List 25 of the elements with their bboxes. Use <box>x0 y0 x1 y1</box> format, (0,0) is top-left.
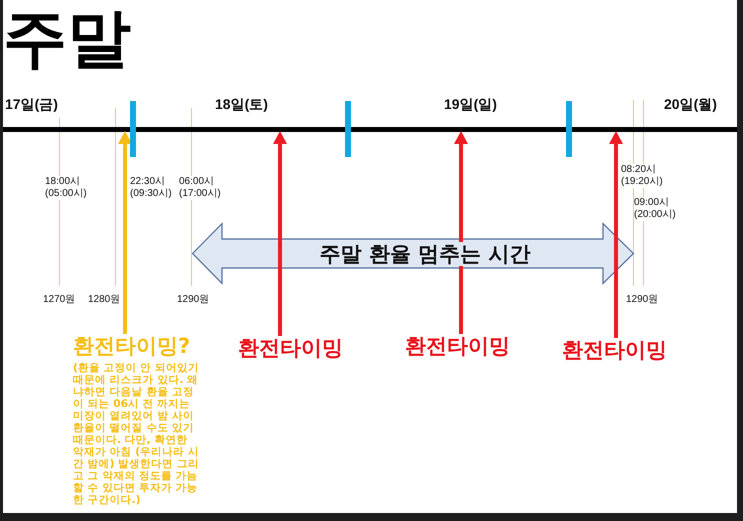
time-label: 09:00시 (20:00시) <box>634 197 676 221</box>
timing-label: 환전타이밍 <box>562 338 667 363</box>
rate-label: 1290원 <box>626 294 658 306</box>
time-label: 22:30시 (09:30시) <box>130 176 172 200</box>
double-arrow-banner <box>192 223 634 284</box>
banner-text: 주말 환율 멈추는 시간 <box>320 242 530 266</box>
rate-label: 1270원 <box>43 294 76 306</box>
day-label: 17일(금) <box>5 96 58 113</box>
arrow <box>454 131 468 334</box>
timing-label: 환전타이밍 <box>405 334 510 359</box>
page-title: 주말 <box>3 4 131 74</box>
rate-label: 1280원 <box>88 294 120 306</box>
timing-heading: 환전타이밍? <box>73 334 190 358</box>
arrow <box>609 131 623 338</box>
time-label: 08:20시 (19:20시) <box>621 164 663 188</box>
arrow <box>118 131 132 334</box>
day-label: 18일(토) <box>215 96 268 113</box>
timing-label: 환전타이밍 <box>238 336 343 361</box>
time-label: 06:00시 (17:00시) <box>179 176 221 200</box>
day-label: 19일(일) <box>444 96 497 113</box>
arrow <box>273 131 287 336</box>
rate-label: 1290원 <box>177 294 210 306</box>
day-label: 20일(월) <box>664 96 717 113</box>
timing-note: (환율 고정이 안 되어있기 때문에 리스크가 있다. 왜냐하면 다음날 환율 고정이 되는 06시 전 까지는 미장이 열려있어 밤 사이 환율이 떨어질 수도 있기 때문이다. 다만, 확연한 악재가 아침 (우리나라 시간 밤에) 발생한다면 그리고 그 악재의 정도를 가늠할 수 있다면 투자가 가능한 구간이다.) <box>73 362 200 506</box>
time-label: 18:00시 (05:00시) <box>45 176 87 200</box>
